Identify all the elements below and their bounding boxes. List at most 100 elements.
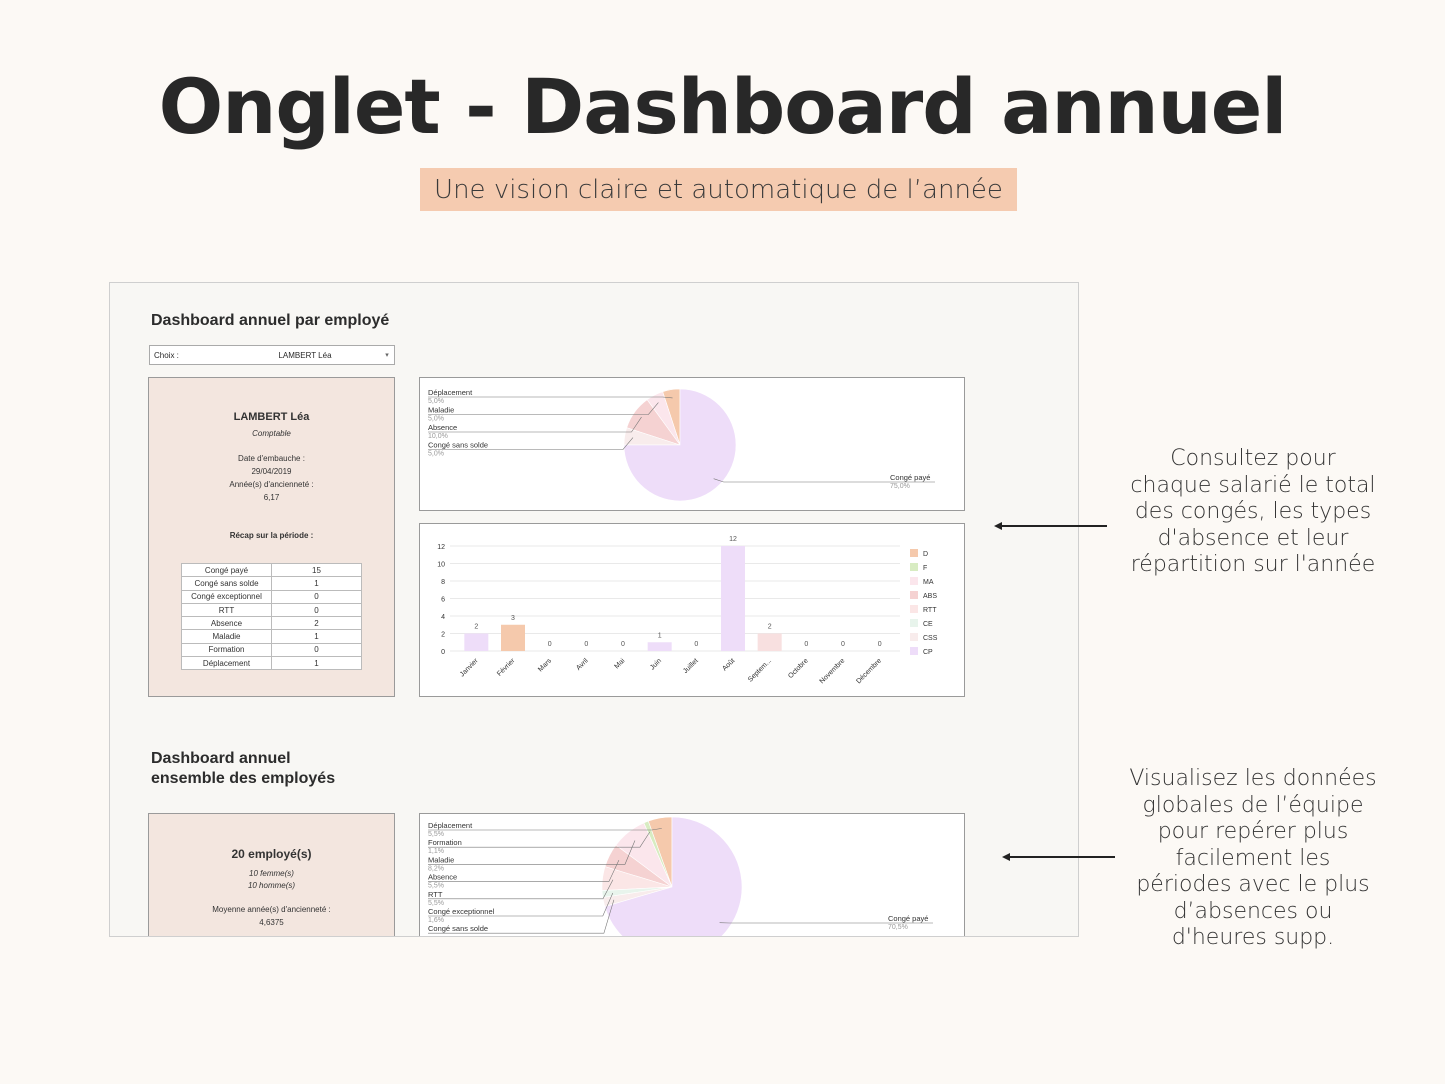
recap-value: 1 xyxy=(271,629,362,644)
legend-swatch xyxy=(910,577,918,585)
x-tick-label: Décembre xyxy=(855,657,883,685)
legend-label: D xyxy=(923,551,928,558)
dashboard-screenshot: Dashboard annuel par employé Choix : LAM… xyxy=(109,282,1079,937)
legend-swatch xyxy=(910,563,918,571)
y-tick-label: 0 xyxy=(441,649,445,656)
recap-name: Formation xyxy=(181,642,272,658)
pie-label: Congé payé xyxy=(888,914,928,923)
pie-percent: 5,5% xyxy=(428,883,444,890)
subtitle: Une vision claire et automatique de l’an… xyxy=(434,174,1003,205)
pie-label: Absence xyxy=(428,423,457,432)
legend-swatch xyxy=(910,549,918,557)
note-line: d’absences ou xyxy=(1173,898,1333,924)
data-label: 0 xyxy=(878,641,882,648)
legend-label: MA xyxy=(923,579,934,586)
subtitle-banner: Une vision claire et automatique de l’an… xyxy=(420,168,1017,211)
note-line: Visualisez les données xyxy=(1129,766,1377,791)
bar-chart-svg: 0246810122Janvier3Février0Mars0Avril0Mai… xyxy=(437,536,938,685)
section2-title-line2: ensemble des employés xyxy=(151,770,336,787)
legend-swatch xyxy=(910,619,918,627)
recap-value: 15 xyxy=(271,562,362,578)
y-tick-label: 6 xyxy=(441,597,445,604)
recap-value: 0 xyxy=(271,589,362,604)
y-tick-label: 8 xyxy=(441,579,445,586)
data-label: 3 xyxy=(511,615,515,622)
bar xyxy=(757,633,782,651)
bar xyxy=(721,546,745,651)
pie-percent: 70,5% xyxy=(888,924,908,931)
x-tick-label: Mai xyxy=(613,657,626,670)
recap-value: 0 xyxy=(271,642,362,658)
arrow-line xyxy=(1008,856,1115,858)
men-count: 10 homme(s) xyxy=(247,881,296,890)
x-tick-label: Août xyxy=(721,657,736,672)
seniority-label: Année(s) d'ancienneté : xyxy=(229,480,314,489)
pie-percent: 75,0% xyxy=(890,483,910,490)
section2-title: Dashboard annuel ensemble des employés xyxy=(151,749,335,789)
note-line: globales de l’équipe xyxy=(1142,792,1364,818)
arrow-left-icon xyxy=(994,522,1002,530)
pie-percent: 8,2% xyxy=(428,865,444,872)
pie-label: Absence xyxy=(428,873,457,882)
x-tick-label: Octobre xyxy=(787,657,810,680)
data-label: 0 xyxy=(621,641,625,648)
hire-label: Date d'embauche : xyxy=(238,454,305,463)
recap-name: Absence xyxy=(181,616,272,631)
note-line: périodes avec le plus xyxy=(1136,872,1370,897)
x-tick-label: Février xyxy=(496,657,517,678)
section1-title: Dashboard annuel par employé xyxy=(151,312,390,329)
y-tick-label: 4 xyxy=(441,614,445,621)
recap-name: Maladie xyxy=(181,629,272,644)
pie-leader-line xyxy=(428,437,634,450)
pie-leader-line xyxy=(428,828,662,831)
legend-swatch xyxy=(910,647,918,655)
recap-name: RTT xyxy=(181,602,272,618)
recap-name: Déplacement xyxy=(181,656,272,671)
legend-label: CSS xyxy=(923,635,938,642)
pie-label: Formation xyxy=(428,838,462,847)
arrow-left-icon xyxy=(1002,853,1010,861)
x-tick-label: Janvier xyxy=(459,657,480,678)
pie-label: Congé payé xyxy=(890,473,930,482)
women-count: 10 femme(s) xyxy=(249,869,294,878)
pie-percent: 1,1% xyxy=(428,848,444,855)
arrow-line xyxy=(1000,525,1107,527)
x-tick-label: Septem... xyxy=(747,657,773,683)
note-line: facilement les xyxy=(1175,845,1331,871)
pie-percent: 10,0% xyxy=(428,433,448,440)
employee-select[interactable]: Choix : LAMBERT Léa ▾ xyxy=(149,345,395,365)
recap-value: 0 xyxy=(271,602,362,618)
recap-value: 1 xyxy=(271,656,362,671)
note-line: répartition sur l'année xyxy=(1130,552,1376,577)
select-value: LAMBERT Léa xyxy=(278,350,332,360)
x-tick-label: Juillet xyxy=(682,657,700,675)
recap-name: Congé payé xyxy=(181,562,272,578)
legend-label: ABS xyxy=(923,593,937,600)
legend-label: CE xyxy=(923,621,933,628)
pie-percent: 5,0% xyxy=(428,451,444,458)
pie-leader-line xyxy=(713,478,935,483)
pie-leader-line xyxy=(428,831,651,848)
data-label: 2 xyxy=(768,624,772,631)
pie-label: Maladie xyxy=(428,855,454,864)
chevron-down-icon[interactable]: ▾ xyxy=(385,352,389,359)
note-line: d'heures supp. xyxy=(1171,925,1335,950)
pie-label: Maladie xyxy=(428,406,454,415)
data-label: 1 xyxy=(658,632,662,639)
note-line: pour repérer plus xyxy=(1157,819,1349,844)
pie-leader-line xyxy=(428,416,642,433)
legend-label: RTT xyxy=(923,607,937,614)
pie-percent: 5,5% xyxy=(428,900,444,907)
pie-leader-line xyxy=(428,879,614,900)
note-line: d'absence et leur xyxy=(1157,525,1349,551)
pie-percent: 5,0% xyxy=(428,416,444,423)
data-label: 0 xyxy=(841,641,845,648)
note-top: Consultez pour chaque salarié le total d… xyxy=(1118,446,1388,579)
